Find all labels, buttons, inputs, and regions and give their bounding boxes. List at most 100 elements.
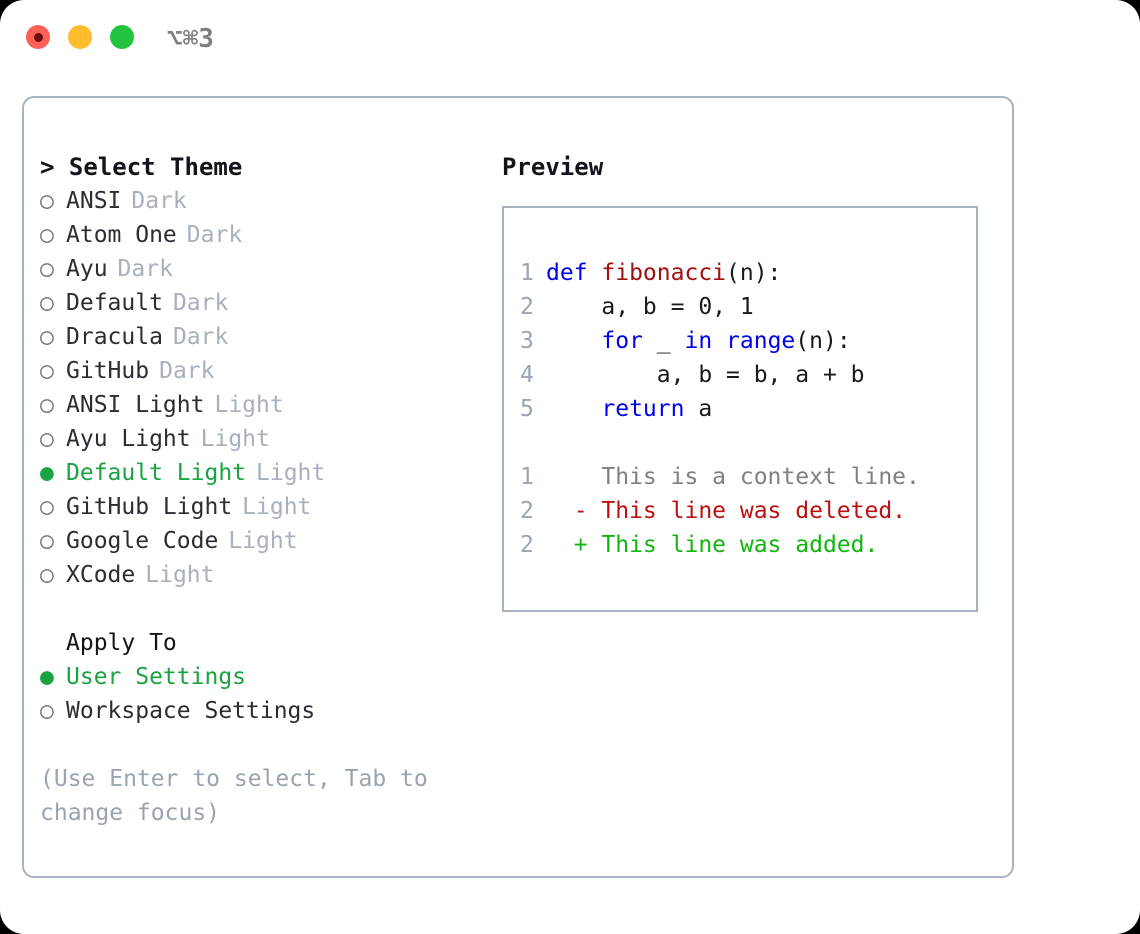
line-number: 2 xyxy=(520,294,534,320)
code-spacer xyxy=(520,426,968,460)
theme-name: ANSI xyxy=(66,188,122,214)
line-number: 3 xyxy=(520,328,534,354)
radio-unselected-icon[interactable]: ○ xyxy=(40,290,54,316)
theme-name: Dracula xyxy=(66,324,163,350)
theme-list-item[interactable]: ○ Ayu Light Light xyxy=(40,422,480,456)
code-token: range xyxy=(726,328,796,354)
code-token: for xyxy=(601,328,643,354)
theme-list-item[interactable]: ○ GitHub Dark xyxy=(40,354,480,388)
theme-list-item[interactable]: ○ ANSI Light Light xyxy=(40,388,480,422)
line-number: 1 xyxy=(520,260,534,286)
code-token: def xyxy=(546,260,602,286)
apply-to-option[interactable]: ○Workspace Settings xyxy=(40,694,480,728)
preview-header: Preview xyxy=(502,153,604,181)
line-number: 4 xyxy=(520,362,534,388)
radio-unselected-icon[interactable]: ○ xyxy=(40,392,54,418)
theme-list-item[interactable]: ○ Dracula Dark xyxy=(40,320,480,354)
code-token xyxy=(712,328,726,354)
code-token: in xyxy=(684,328,713,354)
apply-to-list: ●User Settings○Workspace Settings xyxy=(40,660,480,728)
theme-category-tag: Light xyxy=(228,528,298,554)
theme-category-tag: Light xyxy=(256,460,326,486)
theme-category-tag: Light xyxy=(242,494,312,520)
code-token: (n): xyxy=(795,328,851,354)
diff-sign xyxy=(546,464,588,490)
radio-unselected-icon[interactable]: ○ xyxy=(40,698,54,724)
diff-sign: - xyxy=(546,498,588,524)
theme-list-item[interactable]: ○ GitHub Light Light xyxy=(40,490,480,524)
radio-unselected-icon[interactable]: ○ xyxy=(40,562,54,588)
theme-category-tag: Dark xyxy=(131,188,187,214)
code-line: 5 return a xyxy=(520,392,968,426)
line-number: 5 xyxy=(520,396,534,422)
theme-list-item[interactable]: ○ XCode Light xyxy=(40,558,480,592)
code-token: a, b = b, a + b xyxy=(546,362,865,388)
theme-name: GitHub Light xyxy=(66,494,233,520)
theme-name: Ayu Light xyxy=(66,426,191,452)
theme-list-item[interactable]: ○ Atom One Dark xyxy=(40,218,480,252)
diff-text: This line was deleted. xyxy=(587,498,907,524)
diff-text: This is a context line. xyxy=(587,464,920,490)
minimize-window-icon[interactable] xyxy=(68,25,92,49)
radio-unselected-icon[interactable]: ○ xyxy=(40,494,54,520)
radio-unselected-icon[interactable]: ○ xyxy=(40,222,54,248)
radio-selected-icon[interactable]: ● xyxy=(40,664,54,690)
diff-line: 2 - This line was deleted. xyxy=(520,494,968,528)
code-token xyxy=(546,396,601,422)
code-line: 2 a, b = 0, 1 xyxy=(520,290,968,324)
code-token: a, b = 0, 1 xyxy=(546,294,754,320)
theme-name: Google Code xyxy=(66,528,219,554)
theme-name: XCode xyxy=(66,562,136,588)
maximize-window-icon[interactable] xyxy=(110,25,134,49)
radio-unselected-icon[interactable]: ○ xyxy=(40,188,54,214)
radio-unselected-icon[interactable]: ○ xyxy=(40,324,54,350)
apply-to-option[interactable]: ●User Settings xyxy=(40,660,480,694)
diff-text: This line was added. xyxy=(587,532,879,558)
radio-unselected-icon[interactable]: ○ xyxy=(40,358,54,384)
diff-sample: 1 This is a context line.2 - This line w… xyxy=(520,460,968,562)
theme-list-item[interactable]: ○ ANSI Dark xyxy=(40,184,480,218)
theme-name: Atom One xyxy=(66,222,177,248)
radio-unselected-icon[interactable]: ○ xyxy=(40,256,54,282)
theme-category-tag: Dark xyxy=(117,256,173,282)
line-number: 2 xyxy=(520,532,534,558)
theme-category-tag: Light xyxy=(200,426,270,452)
theme-list-item[interactable]: ○ Google Code Light xyxy=(40,524,480,558)
theme-category-tag: Dark xyxy=(186,222,243,248)
theme-category-tag: Light xyxy=(214,392,284,418)
code-token: a xyxy=(684,396,713,422)
radio-unselected-icon[interactable]: ○ xyxy=(40,426,54,452)
radio-selected-icon[interactable]: ● xyxy=(40,460,54,486)
theme-category-tag: Dark xyxy=(172,324,229,350)
select-theme-header: > Select Theme xyxy=(40,153,243,181)
apply-to-header: Apply To xyxy=(66,630,177,656)
code-token: fibonacci xyxy=(601,260,727,286)
code-token xyxy=(546,328,601,354)
theme-category-tag: Light xyxy=(145,562,215,588)
line-number: 1 xyxy=(520,464,534,490)
code-token: _ xyxy=(642,328,685,354)
diff-sign: + xyxy=(546,532,588,558)
theme-category-tag: Dark xyxy=(172,290,229,316)
code-token: return xyxy=(601,396,685,422)
title-bar: ⌥⌘3 xyxy=(0,0,1140,80)
code-line: 4 a, b = b, a + b xyxy=(520,358,968,392)
diff-line: 1 This is a context line. xyxy=(520,460,968,494)
theme-name: ANSI Light xyxy=(66,392,205,418)
theme-name: Default xyxy=(66,290,163,316)
radio-unselected-icon[interactable]: ○ xyxy=(40,528,54,554)
theme-category-tag: Dark xyxy=(159,358,215,384)
close-window-icon[interactable] xyxy=(26,25,50,49)
code-line: 3 for _ in range(n): xyxy=(520,324,968,358)
theme-list-item[interactable]: ○ Default Dark xyxy=(40,286,480,320)
theme-name: GitHub xyxy=(66,358,150,384)
